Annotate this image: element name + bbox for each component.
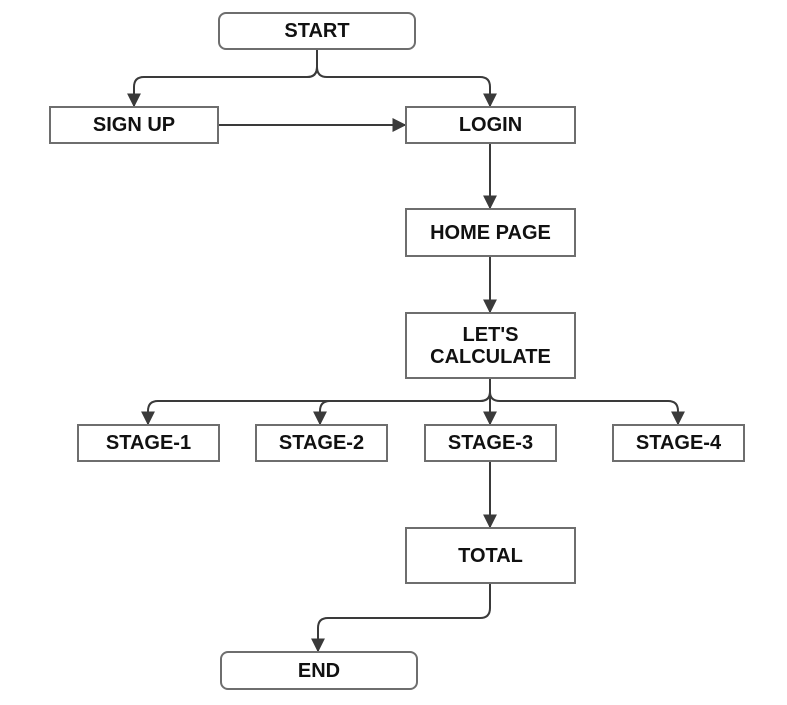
node-sign-up-label: SIGN UP (92, 114, 176, 136)
node-stage-1: STAGE-1 (77, 424, 220, 462)
node-stage-4-label: STAGE-4 (635, 432, 722, 454)
connector-lets-calculate-to-stage-2 (313, 391, 491, 426)
node-home-page-label: HOME PAGE (430, 221, 551, 244)
node-stage-3: STAGE-3 (424, 424, 557, 462)
connector-start-to-sign-up (127, 66, 318, 108)
node-lets-calculate: LET'S CALCULATE (405, 312, 576, 379)
node-stage-3-label: STAGE-3 (447, 432, 534, 454)
node-start: START (218, 12, 416, 50)
node-total: TOTAL (405, 527, 576, 584)
node-lets-calculate-label: LET'S CALCULATE (430, 323, 551, 368)
connector-lets-calculate-to-stage-4 (489, 391, 685, 426)
node-end-label: END (297, 659, 341, 682)
node-end: END (220, 651, 418, 690)
node-stage-1-label: STAGE-1 (105, 432, 192, 454)
node-stage-2-label: STAGE-2 (278, 432, 365, 454)
connector-start-to-login (316, 66, 497, 108)
node-stage-4: STAGE-4 (612, 424, 745, 462)
node-login-label: LOGIN (458, 114, 523, 136)
node-sign-up: SIGN UP (49, 106, 219, 144)
node-home-page: HOME PAGE (405, 208, 576, 257)
node-start-label: START (284, 20, 350, 42)
node-total-label: TOTAL (458, 544, 523, 567)
connector-total-to-end (311, 584, 491, 653)
node-stage-2: STAGE-2 (255, 424, 388, 462)
node-login: LOGIN (405, 106, 576, 144)
